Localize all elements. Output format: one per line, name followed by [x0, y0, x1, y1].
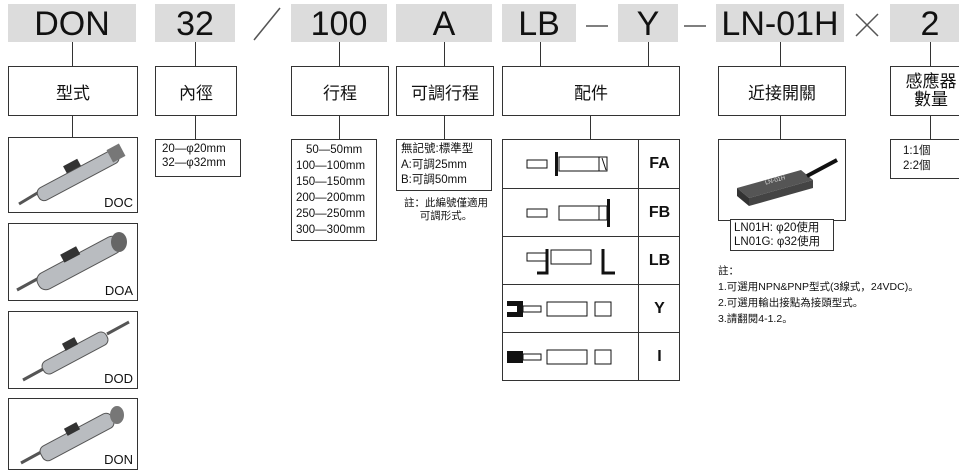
accessory-lb-drawing: [526, 249, 615, 275]
cylinder-image: [22, 320, 130, 382]
code-adjustable: A: [396, 4, 492, 43]
adjustable-option: 無記號:標準型: [401, 143, 474, 155]
adjustable-note: 註：此編號僅適用 可調形式。: [396, 197, 496, 223]
accessory-fb-drawing: [526, 199, 610, 227]
code-switch: LN-01H: [716, 4, 844, 43]
accessory-fa-drawing: [526, 152, 608, 176]
model-photo-doa: DOA: [8, 223, 138, 301]
accessory-code: Y: [638, 285, 680, 333]
model-label: DON: [104, 452, 133, 467]
stroke-option: 300—300mm: [296, 224, 366, 236]
bore-option: 32—φ32mm: [162, 157, 226, 169]
code-model: DON: [8, 4, 136, 43]
proximity-switch-image: [737, 158, 838, 206]
accessory-table: FA FB LB Y: [502, 139, 680, 381]
code-stroke: 100: [291, 4, 387, 43]
accessory-code: FA: [638, 140, 680, 188]
switch-notes-title: 註：: [718, 265, 739, 277]
stroke-options: 50—50mm 100—100mm 150—150mm 200—200mm 25…: [291, 139, 377, 241]
category-switch: 近接開關: [718, 66, 846, 116]
adjustable-options: 無記號:標準型 A:可調25mm B:可調50mm: [396, 139, 492, 191]
accessory-code: FB: [638, 189, 680, 237]
category-quantity: 感應器 數量: [890, 66, 959, 116]
bore-option: 20—φ20mm: [162, 143, 226, 155]
category-accessory: 配件: [502, 66, 680, 116]
accessory-y-drawing: [507, 301, 612, 317]
bore-options: 20—φ20mm 32—φ32mm: [155, 139, 241, 177]
accessory-row-fb: FB: [503, 188, 679, 237]
code-quantity: 2: [890, 4, 959, 43]
quantity-option: 1:1個: [903, 145, 931, 157]
model-photo-dod: DOD: [8, 311, 138, 389]
cylinder-image: [18, 143, 126, 206]
accessory-row-i: I: [503, 332, 679, 381]
slash-separator: [253, 7, 281, 41]
accessory-code: I: [638, 333, 680, 381]
switch-photo: LN-01H: [718, 139, 846, 221]
model-label: DOC: [104, 195, 133, 210]
cylinder-image: [16, 232, 127, 292]
model-label: DOD: [104, 371, 133, 386]
switch-notes: 註： 1.可選用NPN&PNP型式(3線式，24VDC)。 2.可選用輸出接點為…: [718, 263, 954, 327]
accessory-row-fa: FA: [503, 140, 679, 188]
category-quantity-line2: 數量: [914, 90, 948, 109]
accessory-i-drawing: [507, 349, 612, 365]
model-label: DOA: [104, 283, 133, 298]
adjustable-option: A:可調25mm: [401, 158, 467, 171]
switch-option: LN01H: φ20使用: [734, 222, 820, 234]
switch-note: 3.請翻閱4-1.2。: [718, 313, 793, 325]
stroke-option: 250—250mm: [296, 208, 366, 220]
switch-option: LN01G: φ32使用: [734, 236, 821, 248]
category-adjustable: 可調行程: [396, 66, 494, 116]
times-separator: [855, 13, 879, 37]
dash-separator-2: [684, 25, 706, 27]
category-stroke: 行程: [291, 66, 389, 116]
accessory-row-lb: LB: [503, 236, 679, 285]
model-photo-don: DON: [8, 398, 138, 470]
category-bore: 內徑: [155, 66, 237, 116]
code-bore: 32: [155, 4, 235, 43]
cylinder-image: [20, 406, 124, 465]
stroke-option: 200—200mm: [296, 192, 366, 204]
model-photo-doc: DOC: [8, 137, 138, 213]
quantity-option: 2:2個: [903, 160, 931, 172]
switch-note: 2.可選用輸出接點為接頭型式。: [718, 297, 864, 309]
adjustable-note-line2: 可調形式。: [419, 210, 473, 222]
category-model: 型式: [8, 66, 138, 116]
switch-note: 1.可選用NPN&PNP型式(3線式，24VDC)。: [718, 281, 919, 293]
code-rod-end: Y: [618, 4, 678, 43]
accessory-code: LB: [638, 237, 680, 285]
category-quantity-line1: 感應器: [905, 72, 957, 91]
adjustable-note-line1: 註：此編號僅適用: [404, 197, 488, 209]
adjustable-option: B:可調50mm: [401, 174, 467, 186]
code-accessory: LB: [502, 4, 576, 43]
switch-options: LN01H: φ20使用 LN01G: φ32使用: [730, 219, 834, 251]
stroke-option: 150—150mm: [296, 176, 366, 188]
dash-separator-1: [586, 25, 608, 27]
stroke-option: 50—50mm: [306, 144, 363, 156]
stroke-option: 100—100mm: [296, 160, 366, 172]
accessory-row-y: Y: [503, 284, 679, 333]
quantity-options: 1:1個 2:2個: [890, 139, 959, 179]
